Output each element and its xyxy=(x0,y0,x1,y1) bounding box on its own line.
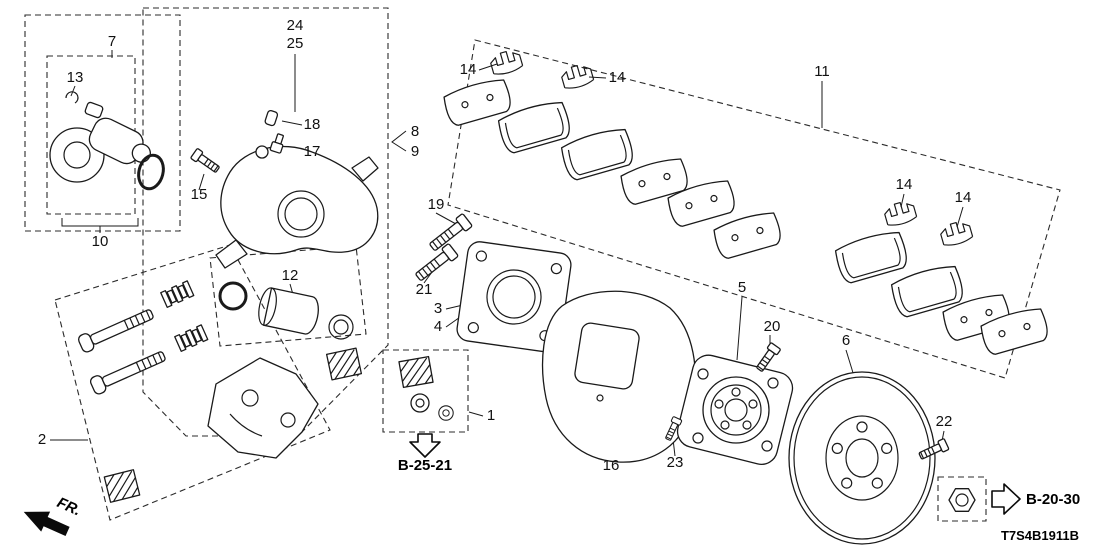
fr-label: FR. xyxy=(54,494,83,519)
pad-shim-4 xyxy=(711,208,784,261)
spindle-nut xyxy=(948,488,976,512)
part-label-7[interactable]: 7 xyxy=(108,33,116,50)
washer-set-2 xyxy=(438,405,454,421)
slide-pin-2 xyxy=(88,346,169,397)
wheel-stud xyxy=(753,341,782,374)
pad-retainer-clip-2 xyxy=(559,61,596,92)
group-box-piston xyxy=(209,245,367,347)
brake-pad-2 xyxy=(558,124,637,183)
piston-boot xyxy=(328,314,354,340)
part-label-5[interactable]: 5 xyxy=(738,279,746,296)
motor-retainer-clip xyxy=(65,91,79,104)
group-outlines xyxy=(24,7,1061,522)
part-callouts: 24 25 7 13 18 17 8 9 15 10 12 19 21 3 4 … xyxy=(38,17,972,474)
ref-arrow-right-icon[interactable] xyxy=(991,483,1021,515)
pin-boot-2 xyxy=(174,324,209,352)
part-label-3[interactable]: 3 xyxy=(434,300,442,317)
part-label-20[interactable]: 20 xyxy=(764,318,781,335)
part-label-11[interactable]: 11 xyxy=(814,63,830,80)
hub-bearing xyxy=(676,354,794,465)
splash-guard xyxy=(541,290,696,463)
part-label-9[interactable]: 9 xyxy=(411,143,419,160)
part-label-10[interactable]: 10 xyxy=(92,233,109,250)
pad-retainer-clip-3 xyxy=(882,198,919,229)
group-box-actuator-outer xyxy=(24,14,181,232)
bleeder-cap xyxy=(264,109,279,127)
o-ring xyxy=(137,153,165,191)
part-label-18[interactable]: 18 xyxy=(304,116,321,133)
ref-link-b-20-30[interactable]: B-20-30 xyxy=(1026,491,1080,508)
part-label-22[interactable]: 22 xyxy=(936,413,953,430)
grease-symbol-bracket xyxy=(103,469,141,503)
fr-arrow-icon xyxy=(23,511,70,536)
brake-pad-3 xyxy=(832,227,911,286)
piston-seal xyxy=(218,281,248,311)
part-label-14-d[interactable]: 14 xyxy=(955,189,972,206)
part-label-19[interactable]: 19 xyxy=(428,196,445,213)
part-label-6[interactable]: 6 xyxy=(842,332,850,349)
piston xyxy=(258,287,319,335)
diagram-code: T7S4B1911B xyxy=(1001,528,1079,543)
group-box-slide-pins xyxy=(54,244,331,521)
pin-boot-1 xyxy=(160,280,195,308)
part-label-1[interactable]: 1 xyxy=(487,407,495,424)
part-label-14-c[interactable]: 14 xyxy=(896,176,913,193)
part-label-14-b[interactable]: 14 xyxy=(609,69,626,86)
ref-link-b-25-21[interactable]: B-25-21 xyxy=(398,457,452,474)
part-label-4[interactable]: 4 xyxy=(434,318,442,335)
slide-pin-1 xyxy=(76,304,157,355)
part-label-21[interactable]: 21 xyxy=(416,281,433,298)
pad-retainer-clip-1 xyxy=(488,47,525,78)
group-box-spindle-nut xyxy=(937,476,987,522)
brake-rotor xyxy=(788,371,936,545)
caliper-guide-pin-bolt xyxy=(189,147,222,176)
caliper-body xyxy=(215,145,379,269)
part-label-23[interactable]: 23 xyxy=(667,454,684,471)
part-label-12[interactable]: 12 xyxy=(282,267,299,284)
pad-retainer-clip-4 xyxy=(938,218,975,249)
part-label-8[interactable]: 8 xyxy=(411,123,419,140)
grease-symbol-seal-kit xyxy=(398,355,434,389)
group-box-caliper xyxy=(142,7,389,437)
group-box-seal-kit xyxy=(382,349,469,433)
carrier-bracket xyxy=(207,357,319,459)
grease-symbol-caliper xyxy=(325,347,363,381)
part-label-25[interactable]: 25 xyxy=(287,35,304,52)
part-label-15[interactable]: 15 xyxy=(191,186,208,203)
part-label-14-a[interactable]: 14 xyxy=(460,61,477,78)
washer-set-1 xyxy=(410,393,430,413)
group-box-actuator-inner xyxy=(46,55,136,215)
part-label-24[interactable]: 24 xyxy=(287,17,304,34)
part-label-2[interactable]: 2 xyxy=(38,431,46,448)
part-label-16[interactable]: 16 xyxy=(603,457,620,474)
part-label-17[interactable]: 17 xyxy=(304,143,321,160)
group-box-pad-kit xyxy=(447,39,1061,379)
bleeder-screw xyxy=(269,133,284,154)
part-label-13[interactable]: 13 xyxy=(67,69,84,86)
epb-actuator-motor xyxy=(49,101,151,183)
caliper-mount-plate xyxy=(456,241,572,353)
ref-arrow-down-icon[interactable] xyxy=(409,433,441,458)
